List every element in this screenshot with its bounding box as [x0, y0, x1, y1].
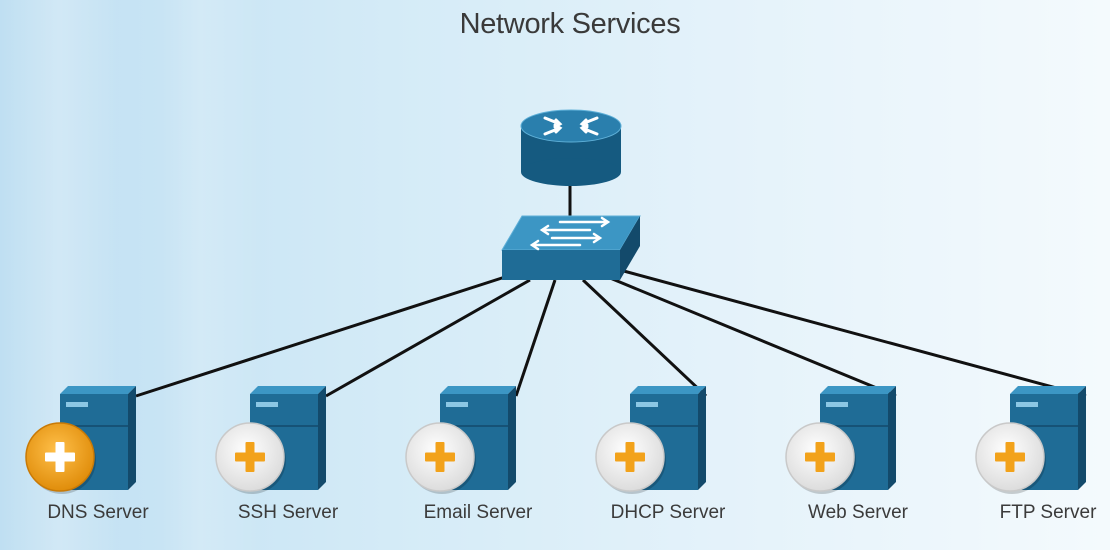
link-web-server	[609, 276, 897, 398]
link-ssh-server	[325, 278, 531, 398]
diagram-title: Network Services	[459, 8, 681, 40]
email-server-label: Email Server	[423, 502, 533, 523]
link-ftp-server	[619, 268, 1087, 398]
ssh-server-label: SSH Server	[237, 502, 339, 523]
dns-server-label: DNS Server	[47, 502, 149, 523]
plus-badge-icon[interactable]	[975, 422, 1046, 494]
plus-badge-icon[interactable]	[25, 422, 96, 494]
servers	[25, 386, 1086, 494]
router-icon[interactable]	[520, 109, 622, 186]
plus-badge-icon[interactable]	[405, 422, 476, 494]
link-dns-server	[135, 275, 506, 398]
links	[135, 172, 1087, 398]
link-dhcp-server	[581, 278, 708, 398]
link-email-server	[514, 279, 557, 397]
ftp-server-label: FTP Server	[999, 502, 1097, 523]
web-server-label: Web Server	[808, 502, 908, 523]
plus-badge-icon[interactable]	[215, 422, 286, 494]
dhcp-server-label: DHCP Server	[610, 502, 726, 523]
plus-badge-icon[interactable]	[595, 422, 666, 494]
plus-badge-icon[interactable]	[785, 422, 856, 494]
switch-icon[interactable]	[501, 215, 641, 280]
